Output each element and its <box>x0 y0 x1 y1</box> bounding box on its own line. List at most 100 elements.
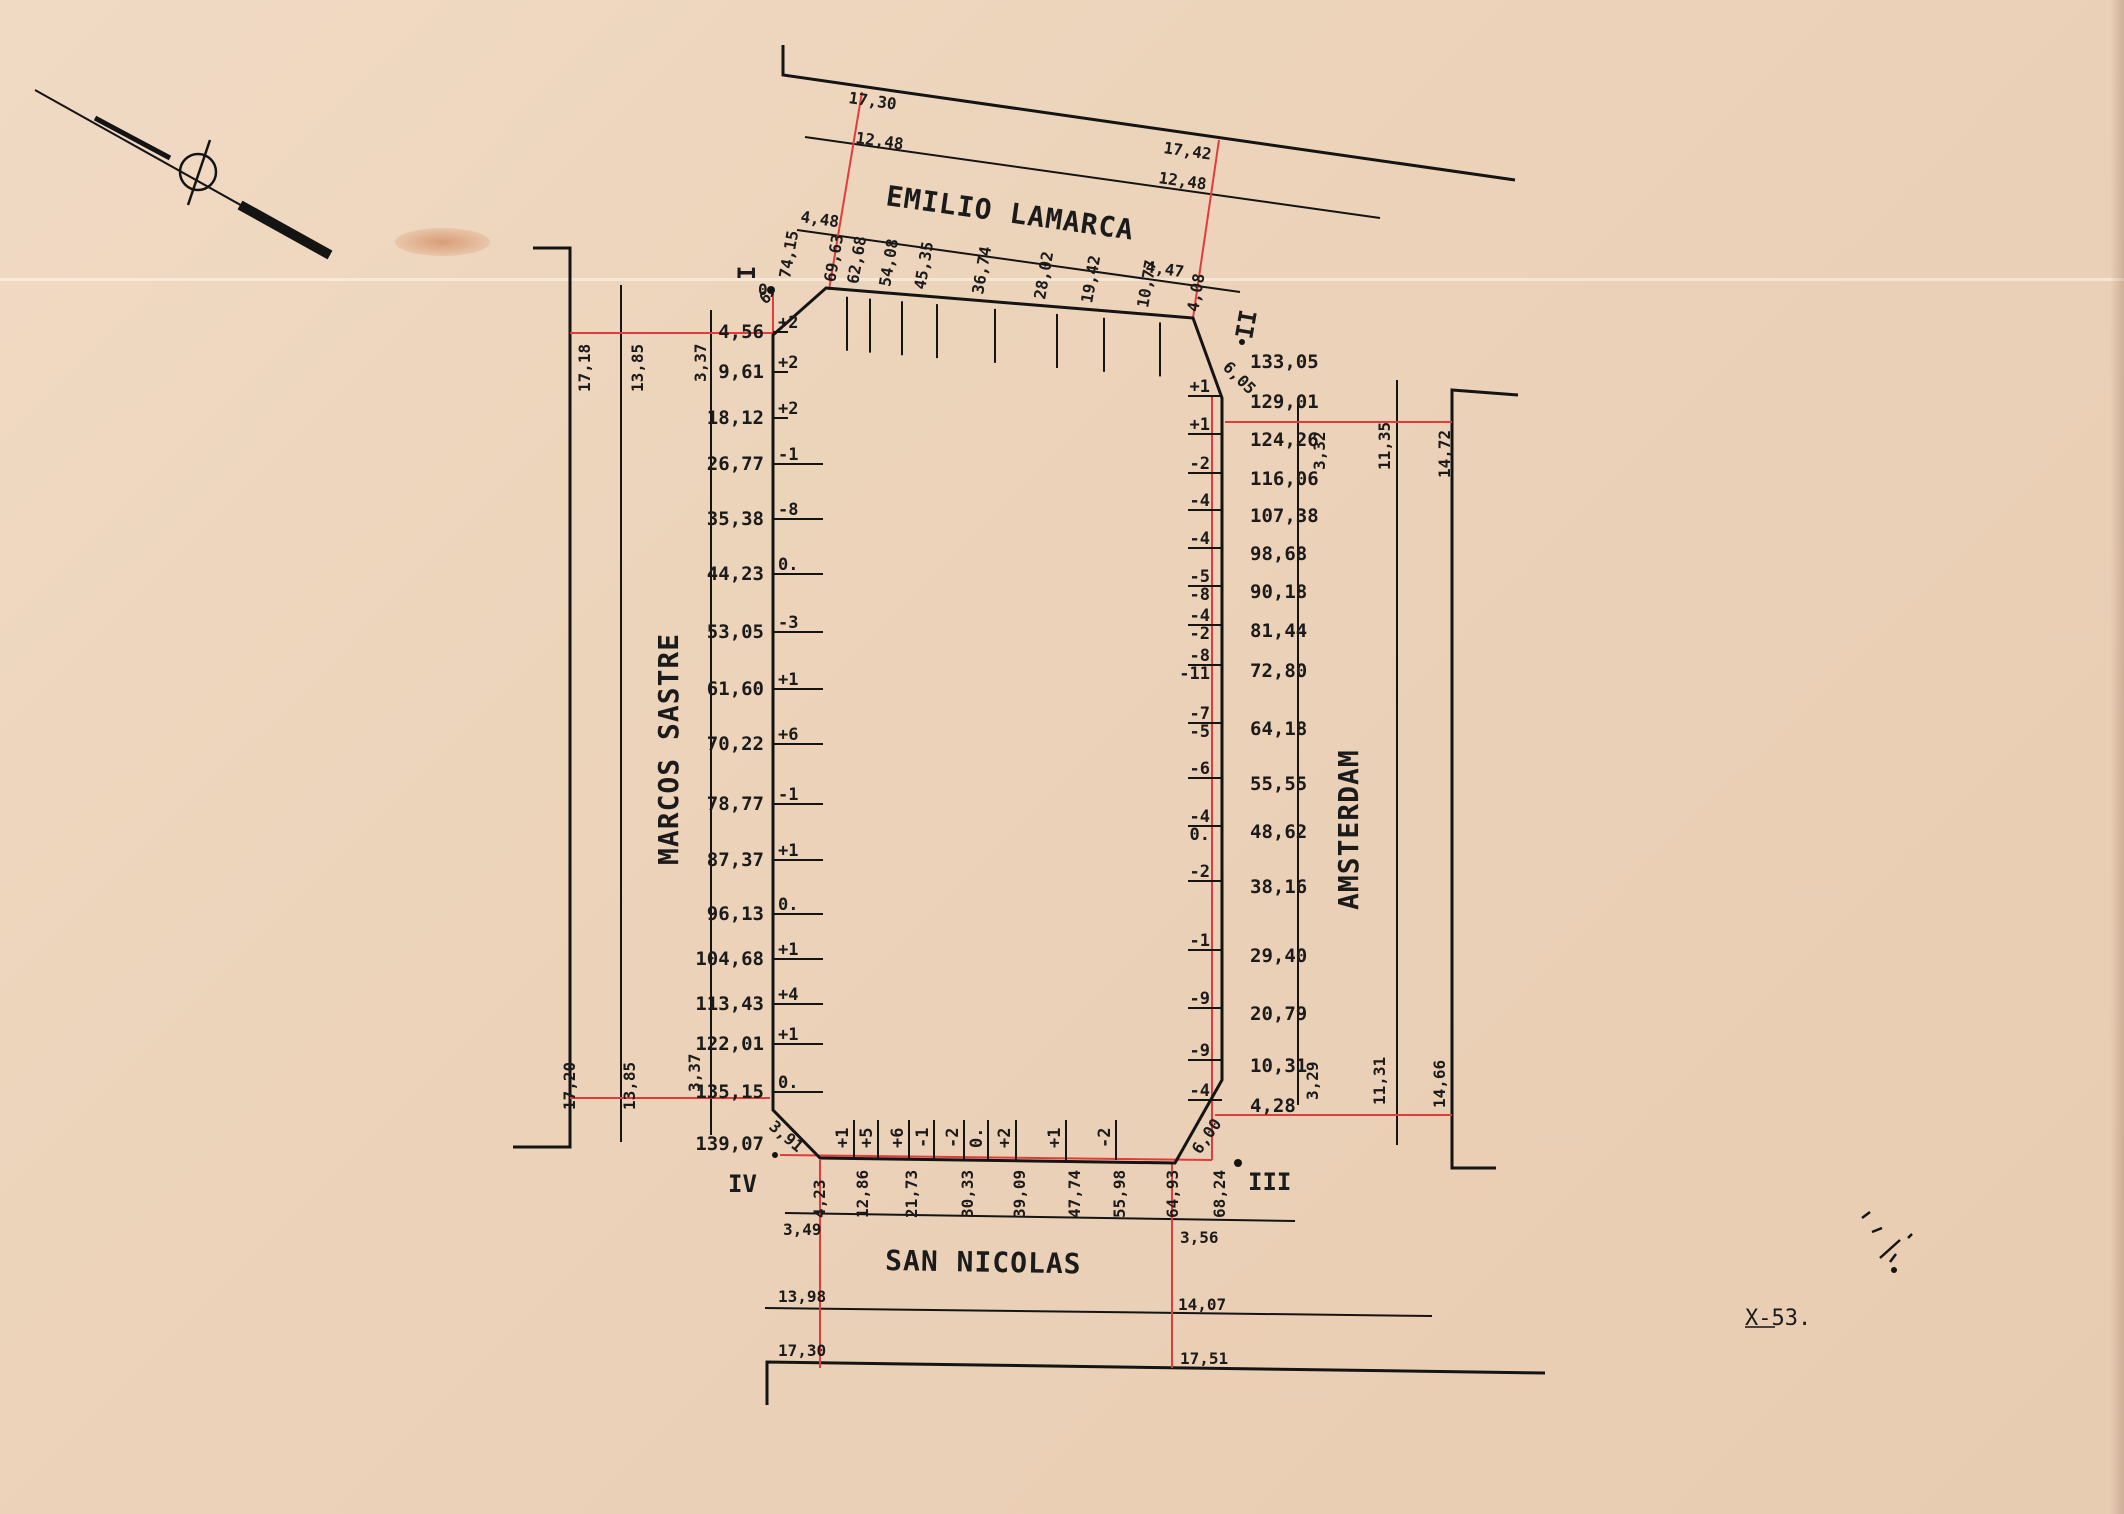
west-outer-label: 3,37 <box>685 1053 704 1092</box>
west-outer-label: 3,37 <box>691 343 710 382</box>
west-delta-value: +1 <box>778 940 798 960</box>
south-frontage-value: 21,73 <box>902 1170 921 1218</box>
north-top-label: 12,48 <box>1157 168 1207 194</box>
street-name-east: AMSTERDAM <box>1332 749 1365 910</box>
south-bottom-label: 3,56 <box>1180 1228 1219 1247</box>
north-frontage-value: 54,08 <box>875 237 902 288</box>
east-delta-value: -8 <box>1190 585 1210 605</box>
north-frontage-value: 62,68 <box>843 235 870 286</box>
east-frontage-labels: 133,05129,01124,26116,06107,3898,6890,18… <box>1250 351 1319 1117</box>
west-frontage-value: 61,60 <box>707 678 764 700</box>
north-frontage-value: 28,02 <box>1030 250 1057 301</box>
west-frontage-value: 70,22 <box>707 733 764 755</box>
east-delta-value: -7 <box>1190 704 1210 724</box>
corner-label-i: I <box>733 266 761 280</box>
west-frontage-value: 4,56 <box>718 321 764 343</box>
north-frontage-value: 69,63 <box>820 233 847 284</box>
south-frontage-value: 30,33 <box>958 1170 977 1218</box>
north-frontage-value: 74,15 <box>775 229 802 280</box>
south-tick-marks <box>853 1120 1117 1160</box>
south-bottom-label: 14,07 <box>1178 1295 1226 1314</box>
north-frontage-value: 10,77 <box>1133 258 1160 309</box>
street-name-north: EMILIO LAMARCA <box>884 179 1136 246</box>
east-delta-value: -4 <box>1190 491 1210 511</box>
corner-measure: 0, <box>758 280 777 299</box>
corner-measure: 6,00 <box>1188 1115 1226 1157</box>
east-delta-value: -2 <box>1190 862 1210 882</box>
east-frontage-value: 98,68 <box>1250 543 1307 565</box>
corner-label-iv: IV <box>728 1170 757 1198</box>
street-name-west: MARCOS SASTRE <box>652 633 685 865</box>
block-outline <box>767 286 1245 1167</box>
south-frontage-value: 55,98 <box>1110 1170 1129 1218</box>
east-delta-value: 0. <box>1190 825 1210 845</box>
east-delta-value: -2 <box>1190 454 1210 474</box>
south-delta-value: -1 <box>913 1128 933 1148</box>
east-frontage-value: 29,40 <box>1250 945 1307 967</box>
west-delta-value: +1 <box>778 841 798 861</box>
south-frontage-value: 64,93 <box>1163 1170 1182 1218</box>
north-frontage-value: 36,74 <box>968 245 995 296</box>
east-frontage-value: 4,28 <box>1250 1095 1296 1117</box>
east-delta-value: +1 <box>1190 377 1210 397</box>
east-delta-value: +1 <box>1190 415 1210 435</box>
south-delta-value: +5 <box>857 1128 877 1148</box>
east-outer-label: 3,32 <box>1310 431 1329 470</box>
west-outer-label: 13,85 <box>620 1062 639 1110</box>
east-outer-label: 11,31 <box>1370 1057 1389 1105</box>
south-frontage-value: 39,09 <box>1010 1170 1029 1218</box>
south-bottom-label: 3,49 <box>783 1220 822 1239</box>
west-delta-value: +2 <box>778 399 798 419</box>
south-delta-value: +2 <box>995 1128 1015 1148</box>
west-frontage-value: 53,05 <box>707 621 764 643</box>
west-frontage-value: 135,15 <box>695 1081 764 1103</box>
east-frontage-value: 129,01 <box>1250 391 1319 413</box>
south-delta-value: -2 <box>943 1128 963 1148</box>
south-delta-value: -2 <box>1095 1128 1115 1148</box>
south-delta-value: +1 <box>833 1128 853 1148</box>
east-delta-value: -6 <box>1190 759 1210 779</box>
east-frontage-value: 133,05 <box>1250 351 1319 373</box>
north-frontage-value: 45,35 <box>910 240 937 291</box>
east-frontage-value: 107,38 <box>1250 505 1319 527</box>
north-top-label: 4,48 <box>799 207 840 231</box>
west-delta-labels: +2+2+2-1-80.-3+1+6-1+10.+1+4+10. <box>778 313 798 1093</box>
west-delta-value: +1 <box>778 1025 798 1045</box>
east-frontage-value: 64,18 <box>1250 718 1307 740</box>
east-delta-value: -1 <box>1190 931 1210 951</box>
west-frontage-value: 139,07 <box>695 1133 764 1155</box>
east-delta-value: -4 <box>1190 807 1210 827</box>
west-frontage-value: 104,68 <box>695 948 764 970</box>
east-delta-value: -4 <box>1190 606 1210 626</box>
north-top-label: 12,48 <box>854 128 904 154</box>
west-delta-value: -1 <box>778 445 798 465</box>
east-delta-value: -8 <box>1190 646 1210 666</box>
east-delta-value: -5 <box>1190 567 1210 587</box>
west-frontage-value: 96,13 <box>707 903 764 925</box>
east-delta-value: -9 <box>1190 989 1210 1009</box>
paper-edge-shadow <box>2110 0 2124 1514</box>
east-delta-value: -4 <box>1190 529 1210 549</box>
south-bottom-label: 17,51 <box>1180 1349 1228 1368</box>
west-delta-value: -1 <box>778 785 798 805</box>
north-arrow-icon <box>34 89 333 260</box>
east-frontage-value: 20,79 <box>1250 1003 1307 1025</box>
street-lines <box>513 45 1546 1405</box>
south-bottom-label: 13,98 <box>778 1287 826 1306</box>
west-frontage-value: 87,37 <box>707 849 764 871</box>
west-frontage-value: 18,12 <box>707 407 764 429</box>
west-delta-value: +2 <box>778 313 798 333</box>
corner-label-ii: II <box>1230 308 1263 341</box>
east-frontage-value: 116,06 <box>1250 468 1319 490</box>
north-tick-marks <box>846 296 1161 377</box>
west-delta-value: +1 <box>778 670 798 690</box>
south-frontage-value: 12,86 <box>853 1170 872 1218</box>
south-bottom-label: 17,30 <box>778 1341 826 1360</box>
east-outer-label: 14,72 <box>1435 430 1454 478</box>
west-frontage-value: 113,43 <box>695 993 764 1015</box>
west-tick-marks <box>773 331 823 1093</box>
south-frontage-value: 47,74 <box>1065 1170 1084 1218</box>
east-delta-value: -11 <box>1179 664 1210 684</box>
east-frontage-value: 81,44 <box>1250 620 1307 642</box>
